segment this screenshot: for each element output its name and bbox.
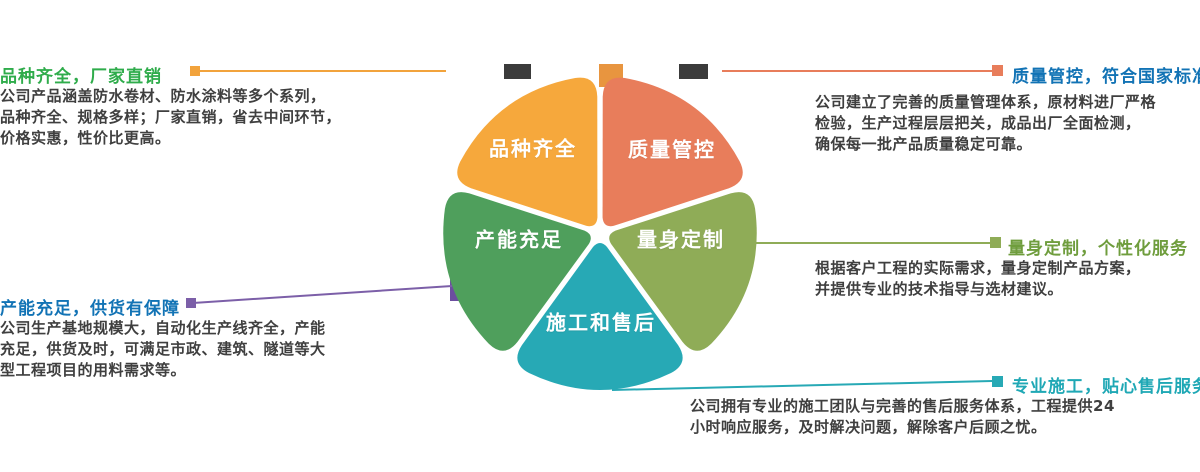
petal-label-custom: 量身定制 (637, 227, 725, 252)
petal-service (517, 243, 683, 390)
connector-line-capacity (192, 285, 453, 304)
decor-tab-top-left (504, 64, 531, 79)
connector-marker-custom (990, 237, 1001, 248)
connector-marker-variety (190, 66, 200, 76)
petal-quality (602, 77, 743, 227)
callout-body-custom: 根据客户工程的实际需求，量身定制产品方案， 并提供专业的技术指导与选材建议。 (815, 259, 1141, 298)
connector-line-service (611, 380, 993, 391)
callout-title-service: 专业施工，贴心售后服务 (1012, 377, 1200, 397)
petal-capacity (443, 192, 591, 351)
petal-custom (609, 192, 757, 351)
callout-body-variety: 公司产品涵盖防水卷材、防水涂料等多个系列， 品种齐全、规格多样；厂家直销，省去中… (0, 87, 342, 147)
callout-title-custom: 量身定制，个性化服务 (1008, 239, 1188, 259)
petal-variety (457, 77, 598, 227)
petal-label-service: 施工和售后 (546, 310, 656, 335)
callout-body-service: 公司拥有专业的施工团队与完善的售后服务体系，工程提供24 小时响应服务，及时解决… (690, 397, 1115, 436)
callout-body-quality: 公司建立了完善的质量管理体系，原材料进厂严格 检验，生产过程层层把关，成品出厂全… (815, 93, 1157, 153)
petal-label-capacity: 产能充足 (475, 227, 563, 252)
petal-label-quality: 质量管控 (628, 137, 716, 162)
petal-label-variety: 品种齐全 (489, 136, 577, 161)
callout-title-variety: 品种齐全，厂家直销 (0, 67, 162, 87)
connector-marker-capacity (186, 298, 196, 308)
callout-body-capacity: 公司生产基地规模大，自动化生产线齐全，产能 充足，供货及时，可满足市政、建筑、隧… (0, 319, 326, 379)
connector-marker-quality (992, 65, 1003, 76)
decor-tab-top-right (679, 64, 708, 79)
flower-petals (443, 77, 757, 390)
connector-marker-service (992, 376, 1003, 387)
callout-title-capacity: 产能充足，供货有保障 (0, 299, 180, 319)
callout-title-quality: 质量管控，符合国家标准 (1012, 67, 1200, 87)
